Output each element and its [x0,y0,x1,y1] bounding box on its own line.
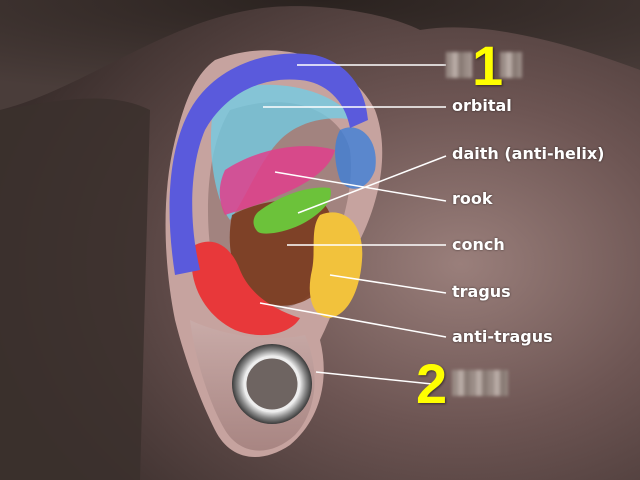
label-daith: daith (anti-helix) [452,144,605,163]
blurred-patch-bottom [452,370,508,396]
tunnel-inner-rim [243,355,301,413]
label-tragus: tragus [452,282,511,301]
leader-line-tragus [329,274,447,294]
blurred-patch-top-right [500,52,522,78]
tragus-zone [309,212,363,318]
hair-region [0,0,640,110]
label-conch: conch [452,235,505,254]
helix-rim [169,53,368,276]
label-anti-tragus: anti-tragus [452,327,553,346]
label-rook: rook [452,189,493,208]
daith-zone [253,187,331,234]
number-2: 2 [416,352,448,415]
orbital-blue-patch [335,127,376,189]
leader-line-rook [274,171,447,202]
anti-tragus-zone [190,241,300,336]
tunnel-hole [245,357,299,411]
number-1: 1 [472,34,504,97]
leader-line-2 [315,371,433,385]
label-orbital: orbital [452,96,512,115]
leader-lines [259,64,447,385]
leader-line-anti-tragus [259,302,447,338]
hair-shadow [0,98,150,480]
rook-zone [219,146,335,215]
blurred-patch-top [446,52,472,78]
leader-line-daith [297,155,447,214]
